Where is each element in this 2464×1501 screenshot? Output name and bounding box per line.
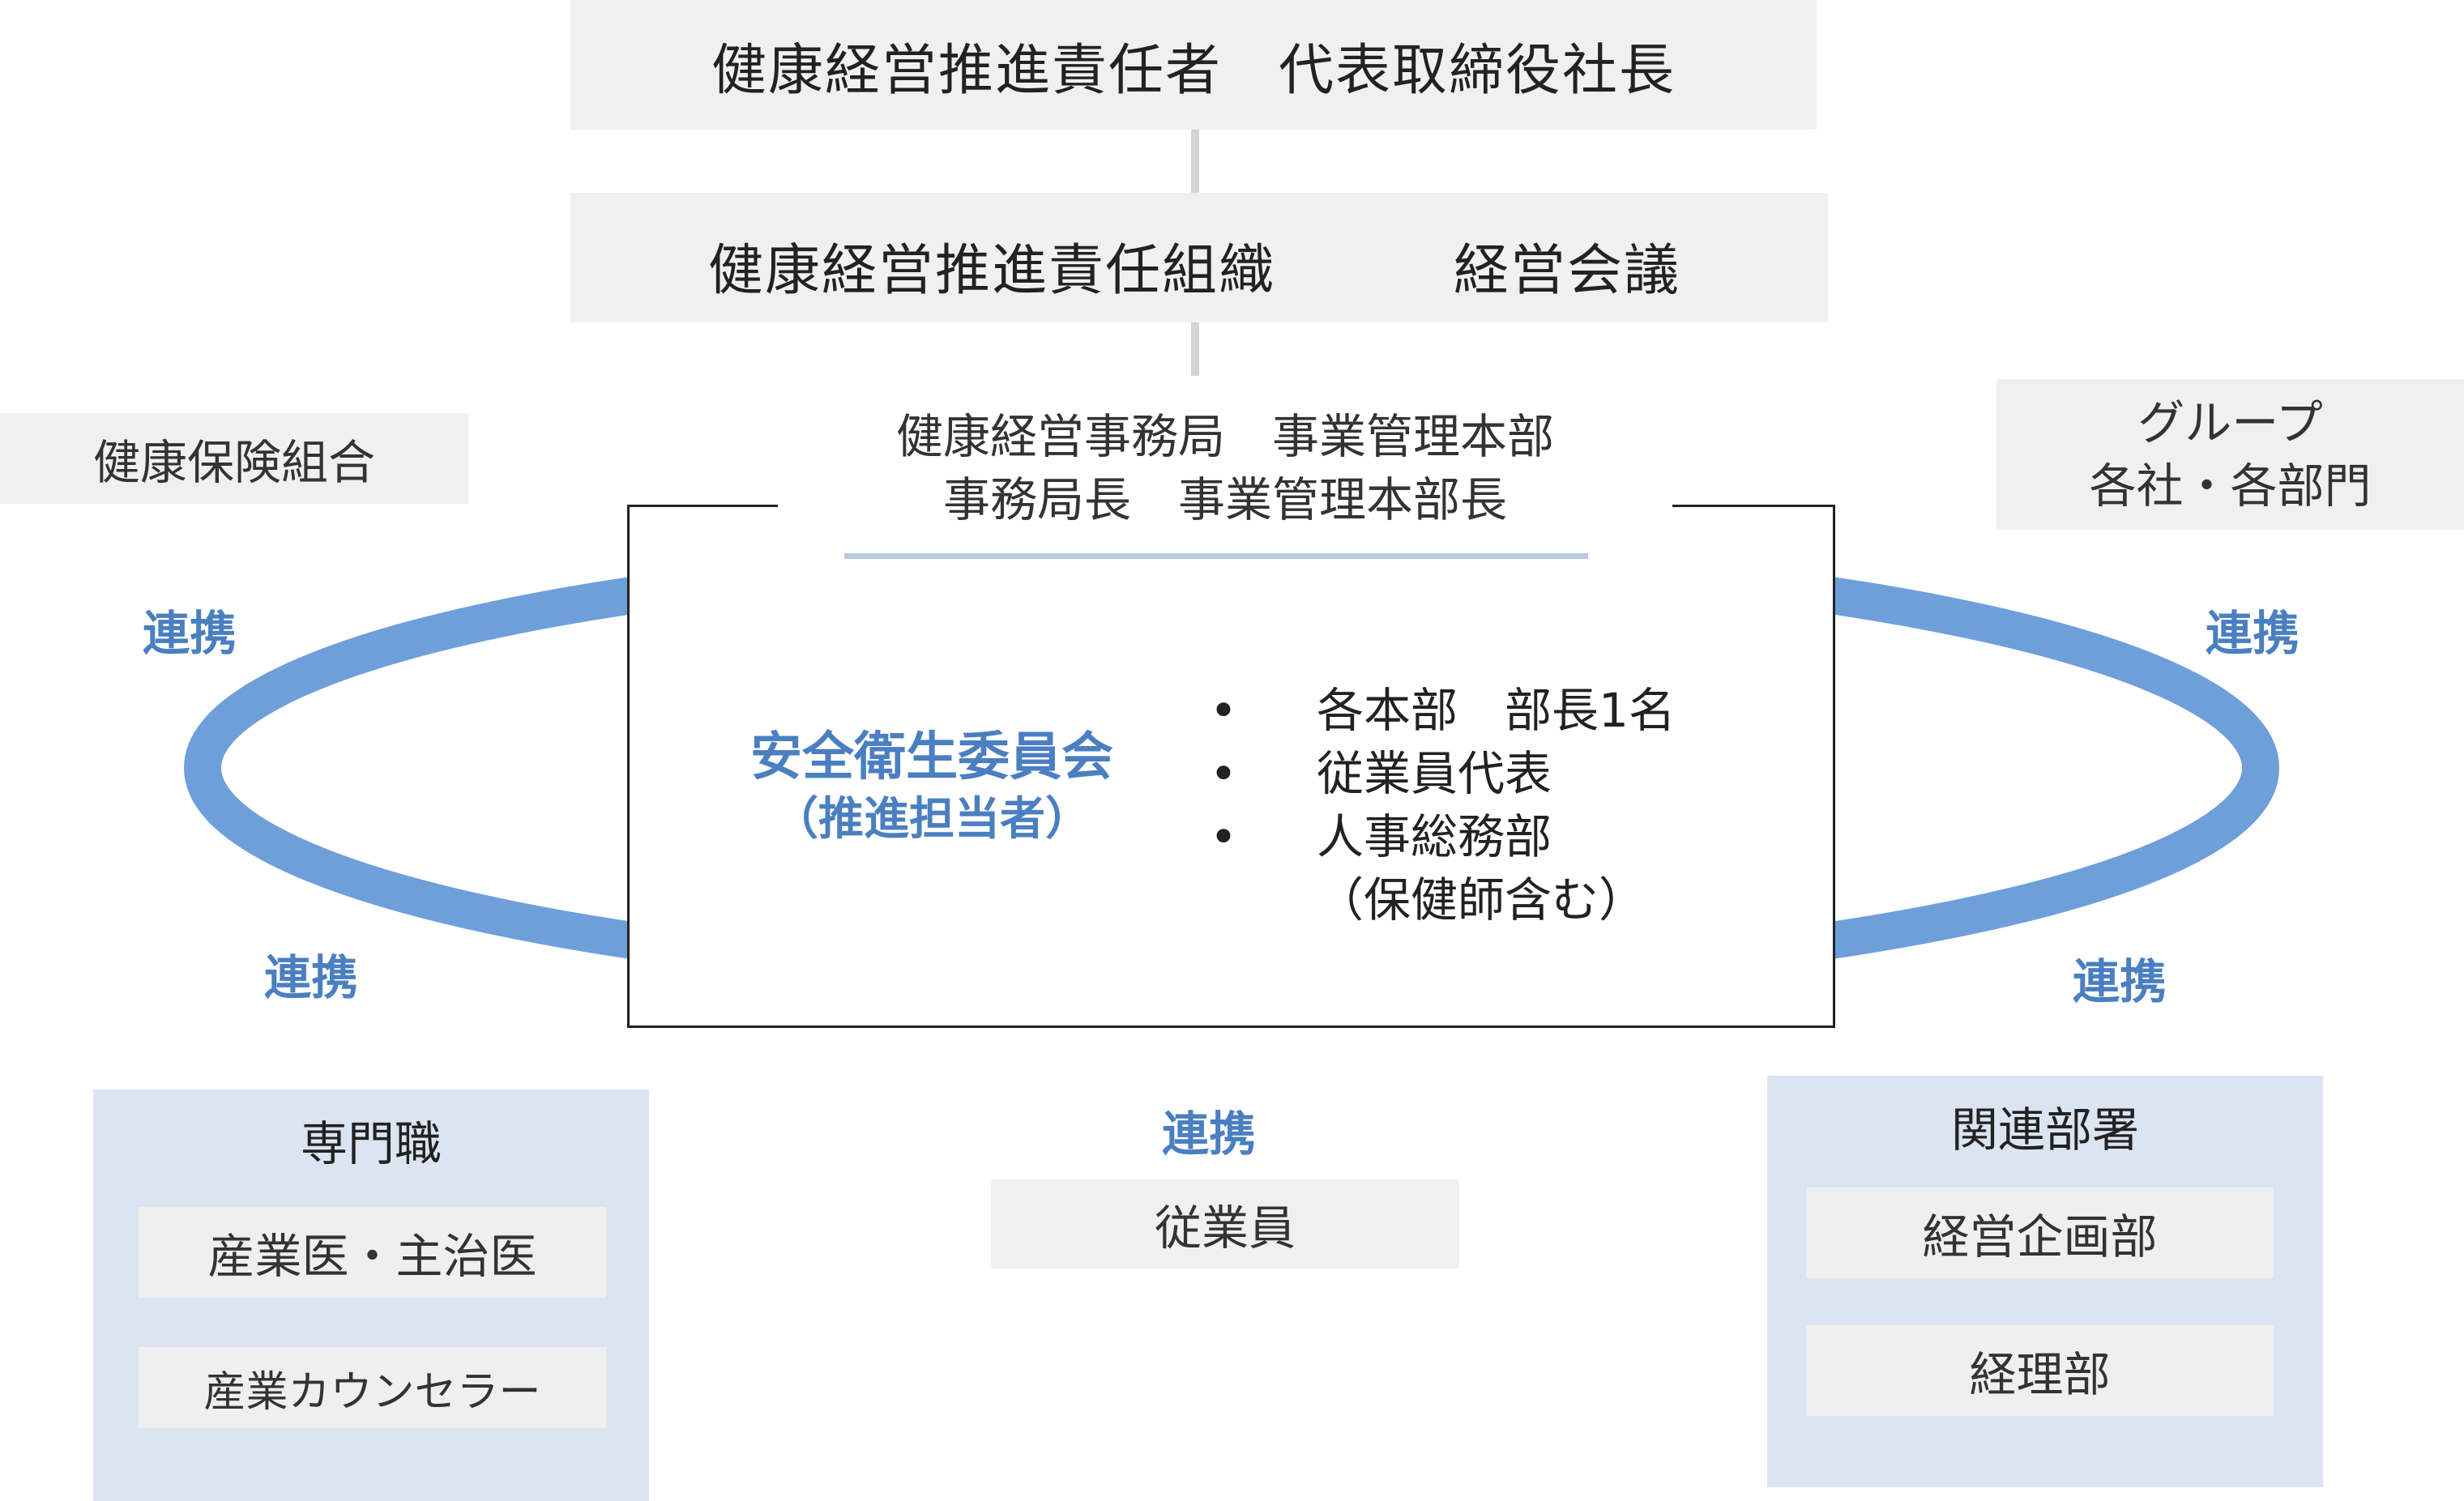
bullet-icon: • [1209,809,1238,864]
member-text: 各本部 部長1名 [1317,683,1676,738]
member-item: • 人事総務部 [1207,805,1791,868]
link-label-top-left: 連携 [143,606,237,661]
connector-top [1191,130,1199,194]
health-management-org-box: 健康経営推進責任組織 経営会議 [570,193,1828,322]
member-text: 従業員代表 [1317,746,1552,801]
specialist-item: 産業カウンセラー [139,1347,606,1428]
management-meeting-label: 経営会議 [1454,239,1681,303]
group-companies-line2: 各社・各部門 [2089,458,2372,514]
employees-box: 従業員 [991,1179,1459,1269]
member-text: （保健師含む） [1317,872,1646,927]
department-item: 経理部 [1806,1325,2274,1416]
health-management-leader-box: 健康経営推進責任者 代表取締役社長 [570,0,1817,130]
member-item: • 各本部 部長1名 [1207,679,1791,742]
specialists-panel: 専門職 産業医・主治医 産業カウンセラー [93,1090,649,1501]
department-item: 経営企画部 [1806,1188,2274,1278]
specialist-item: 産業医・主治医 [139,1207,606,1298]
secretariat-line2: 事務局長 事業管理本部長 [942,472,1507,527]
connector-middle [1191,322,1199,376]
member-item: • 従業員代表 [1207,742,1791,805]
group-companies-line1: グループ [2137,395,2323,450]
related-departments-panel: 関連部署 経営企画部 経理部 [1767,1076,2323,1487]
link-label-top-right: 連携 [2206,606,2300,661]
secretariat-underline [844,553,1588,559]
related-departments-title: 関連部署 [1950,1102,2139,1158]
committee-box-header-gap [778,494,1672,518]
health-management-leader-text: 健康経営推進責任者 代表取締役社長 [711,38,1676,103]
health-insurance-union-label: 健康保険組合 [92,435,375,490]
secretariat: 健康経営事務局 事業管理本部 事務局長 事業管理本部長 [778,405,1672,531]
link-label-bottom-right: 連携 [2073,954,2167,1009]
member-item: （保健師含む） [1207,868,1791,932]
safety-health-committee: 安全衛生委員会 （推進担当者） [697,725,1167,850]
committee-member-list: • 各本部 部長1名 • 従業員代表 • 人事総務部 （保健師含む） [1207,679,1791,932]
committee-sub: （推進担当者） [773,793,1091,846]
health-insurance-union-box: 健康保険組合 [0,413,468,504]
bullet-icon: • [1209,746,1238,801]
link-label-center: 連携 [1162,1107,1257,1162]
member-text: 人事総務部 [1317,809,1552,864]
link-label-bottom-left: 連携 [264,950,359,1005]
group-companies-box: グループ 各社・各部門 [1996,379,2464,530]
secretariat-line1: 健康経営事務局 事業管理本部 [895,409,1554,464]
specialists-title: 専門職 [300,1116,442,1171]
committee-box [627,505,1835,1028]
bullet-icon: • [1209,683,1238,738]
health-management-org-label: 健康経営推進責任組織 [708,239,1276,303]
committee-name: 安全衛生委員会 [750,727,1113,787]
employees-label: 従業員 [1154,1200,1296,1256]
